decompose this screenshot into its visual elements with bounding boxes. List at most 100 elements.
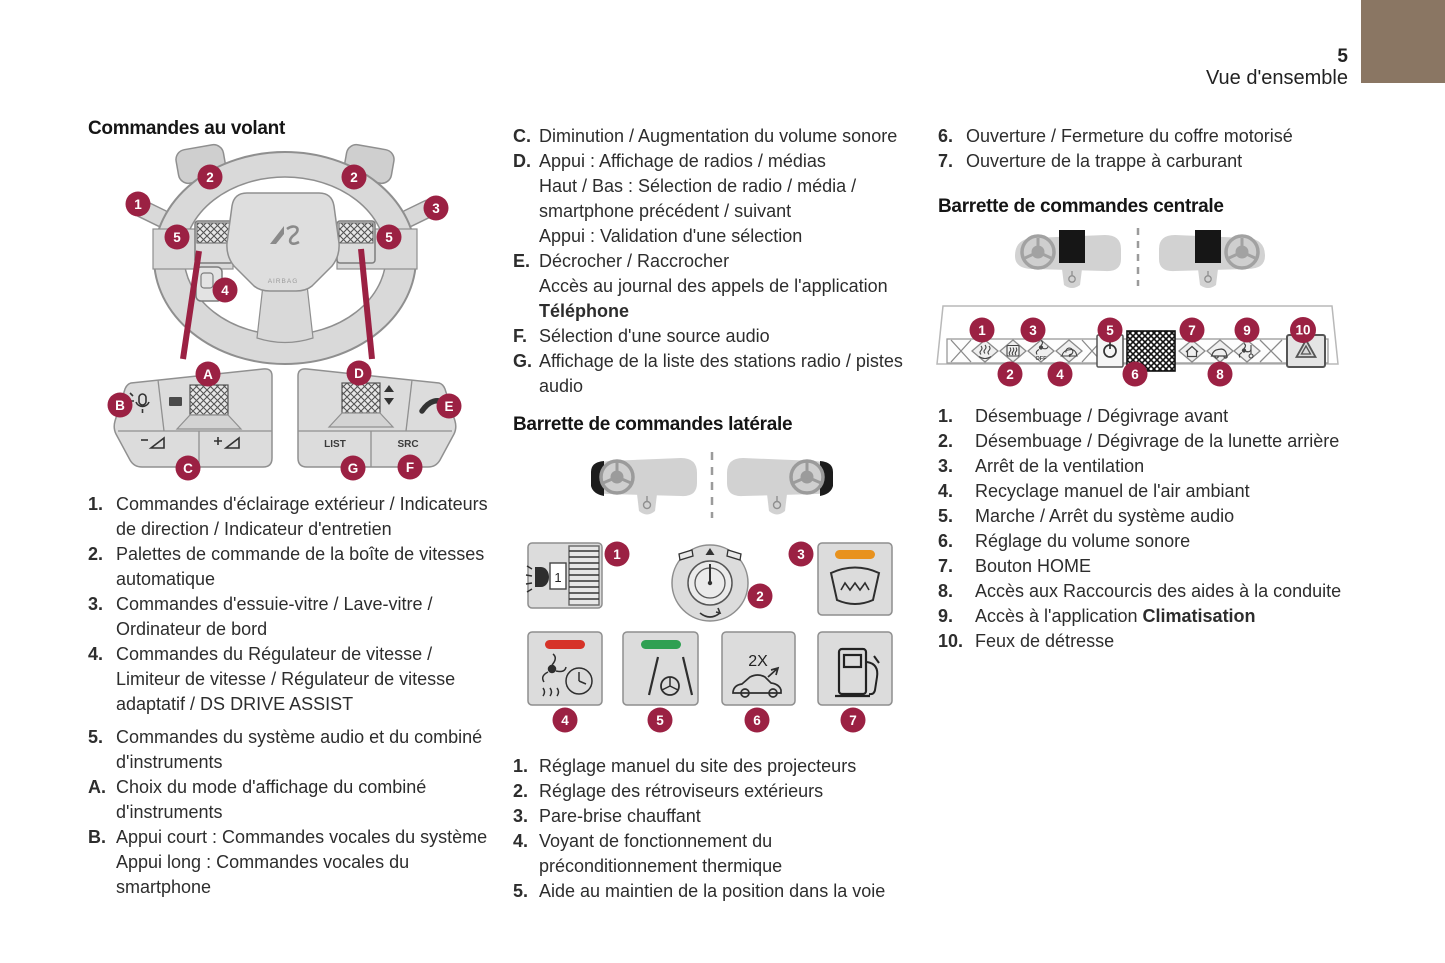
svg-text:2: 2 bbox=[206, 170, 214, 185]
callout-5b: 5 bbox=[376, 224, 402, 250]
dash-left-drive bbox=[591, 458, 697, 515]
svg-text:D: D bbox=[354, 366, 364, 381]
trunk-button: 2X bbox=[721, 631, 796, 706]
hazard-button bbox=[1286, 334, 1326, 368]
page-number: 5 bbox=[1337, 46, 1348, 67]
svg-text:2: 2 bbox=[756, 589, 764, 604]
volume-down-icon bbox=[141, 436, 165, 449]
fuel-flap-button bbox=[817, 631, 893, 706]
callout-central-3: 3 bbox=[1020, 317, 1046, 343]
list-item: 1.Commandes d'éclairage extérieur / Indi… bbox=[88, 494, 488, 539]
list-item: 1.Réglage manuel du site des projecteurs bbox=[513, 756, 857, 776]
audio-power-button bbox=[1096, 334, 1124, 368]
callout-side-1: 1 bbox=[604, 541, 630, 567]
corner-accent-block bbox=[1361, 0, 1445, 83]
svg-text:4: 4 bbox=[561, 713, 569, 728]
list-item: B.Appui court : Commandes vocales du sys… bbox=[88, 827, 488, 897]
heading-side-bar: Barrette de commandes latérale bbox=[513, 414, 793, 435]
svg-text:5: 5 bbox=[385, 230, 393, 245]
svg-text:5: 5 bbox=[656, 713, 664, 728]
svg-text:B: B bbox=[115, 398, 125, 413]
section-title: Vue d'ensemble bbox=[1205, 67, 1348, 89]
callout-central-10: 10 bbox=[1290, 317, 1316, 343]
ventilation-off-icon: OFF bbox=[1036, 340, 1049, 362]
left-pod bbox=[113, 368, 273, 468]
heated-windscreen-button bbox=[817, 542, 893, 616]
svg-text:G: G bbox=[348, 461, 359, 476]
callout-central-9: 9 bbox=[1234, 317, 1260, 343]
svg-text:7: 7 bbox=[1188, 323, 1196, 338]
callout-central-4: 4 bbox=[1047, 361, 1073, 387]
callout-side-6: 6 bbox=[744, 707, 770, 733]
up-down-arrows-icon bbox=[384, 385, 394, 405]
svg-text:6: 6 bbox=[753, 713, 761, 728]
list-item: 9.Accès à l'application Climatisation bbox=[938, 606, 1256, 626]
list-item: 3.Commandes d'essuie-vitre / Lave-vitre … bbox=[88, 594, 433, 639]
callout-E: E bbox=[436, 393, 462, 419]
callout-G: G bbox=[340, 455, 366, 481]
list-middle-top: C.Diminution / Augmentation du volume so… bbox=[513, 124, 913, 399]
callout-F: F bbox=[397, 454, 423, 480]
callout-side-4: 4 bbox=[552, 707, 578, 733]
callout-side-3: 3 bbox=[788, 541, 814, 567]
list-button-label: LIST bbox=[324, 439, 346, 450]
callout-central-7: 7 bbox=[1179, 317, 1205, 343]
front-demist-icon bbox=[978, 344, 992, 360]
fuel-pump-icon bbox=[835, 647, 880, 698]
level-1-label: 1 bbox=[554, 570, 561, 585]
lane-keep-icon bbox=[647, 656, 694, 696]
list-item: 4.Recyclage manuel de l'air ambiant bbox=[938, 481, 1250, 501]
svg-text:3: 3 bbox=[797, 547, 805, 562]
svg-text:F: F bbox=[406, 460, 414, 475]
list-item: F.Sélection d'une source audio bbox=[513, 326, 770, 346]
list-item: 2.Palettes de commande de la boîte de vi… bbox=[88, 544, 485, 589]
callout-C: C bbox=[175, 455, 201, 481]
climate-app-icon bbox=[1238, 343, 1254, 359]
display-icon bbox=[169, 397, 182, 406]
recirculation-icon bbox=[1060, 347, 1078, 358]
list-item: G.Affichage de la liste des stations rad… bbox=[513, 351, 903, 396]
list-item: 2.Désembuage / Dégivrage de la lunette a… bbox=[938, 431, 1340, 451]
home-icon bbox=[1185, 345, 1199, 358]
heading-steering-controls: Commandes au volant bbox=[88, 118, 286, 139]
list-item: 4.Commandes du Régulateur de vitesse /Li… bbox=[88, 644, 456, 714]
callout-central-1: 1 bbox=[969, 317, 995, 343]
svg-text:2: 2 bbox=[1006, 367, 1014, 382]
svg-text:9: 9 bbox=[1243, 323, 1251, 338]
svg-text:10: 10 bbox=[1295, 323, 1310, 338]
touchscreen-icon bbox=[1195, 230, 1221, 263]
callout-central-5: 5 bbox=[1097, 317, 1123, 343]
svg-text:C: C bbox=[183, 461, 193, 476]
rear-demist-icon bbox=[1006, 344, 1020, 357]
list-item: 6.Ouverture / Fermeture du coffre motori… bbox=[938, 126, 1293, 146]
car-open-trunk-icon bbox=[732, 666, 782, 698]
callout-4: 4 bbox=[212, 277, 238, 303]
list-steering: 1.Commandes d'éclairage extérieur / Indi… bbox=[88, 492, 500, 900]
preconditioning-button bbox=[527, 631, 603, 706]
mirror-adjust-knob bbox=[671, 544, 749, 622]
wheel-hub-airbag bbox=[226, 192, 340, 292]
headlight-leveling-control: 1 bbox=[525, 542, 603, 609]
list-right-top: 6.Ouverture / Fermeture du coffre motori… bbox=[938, 124, 1342, 174]
ds-logo-icon bbox=[270, 225, 300, 246]
list-item: 5.Aide au maintien de la position dans l… bbox=[513, 881, 886, 901]
dash-right-drive bbox=[1159, 230, 1265, 288]
right-pod: LIST SRC bbox=[297, 368, 457, 468]
svg-text:5: 5 bbox=[1106, 323, 1114, 338]
svg-text:4: 4 bbox=[1056, 367, 1064, 382]
list-item: 2.Réglage des rétroviseurs extérieurs bbox=[513, 781, 824, 801]
central-bar-diagram: OFF bbox=[936, 228, 1339, 387]
callout-central-2: 2 bbox=[997, 361, 1023, 387]
svg-text:OFF: OFF bbox=[1036, 356, 1048, 362]
svg-text:2: 2 bbox=[350, 170, 358, 185]
callout-1: 1 bbox=[125, 191, 151, 217]
list-item: 7.Bouton HOME bbox=[938, 556, 1092, 576]
callout-side-7: 7 bbox=[840, 707, 866, 733]
airbag-label: AIRBAG bbox=[268, 278, 299, 285]
mirror-left-icon bbox=[678, 549, 694, 561]
svg-text:3: 3 bbox=[1029, 323, 1037, 338]
src-button-label: SRC bbox=[397, 439, 418, 450]
callout-B: B bbox=[107, 392, 133, 418]
